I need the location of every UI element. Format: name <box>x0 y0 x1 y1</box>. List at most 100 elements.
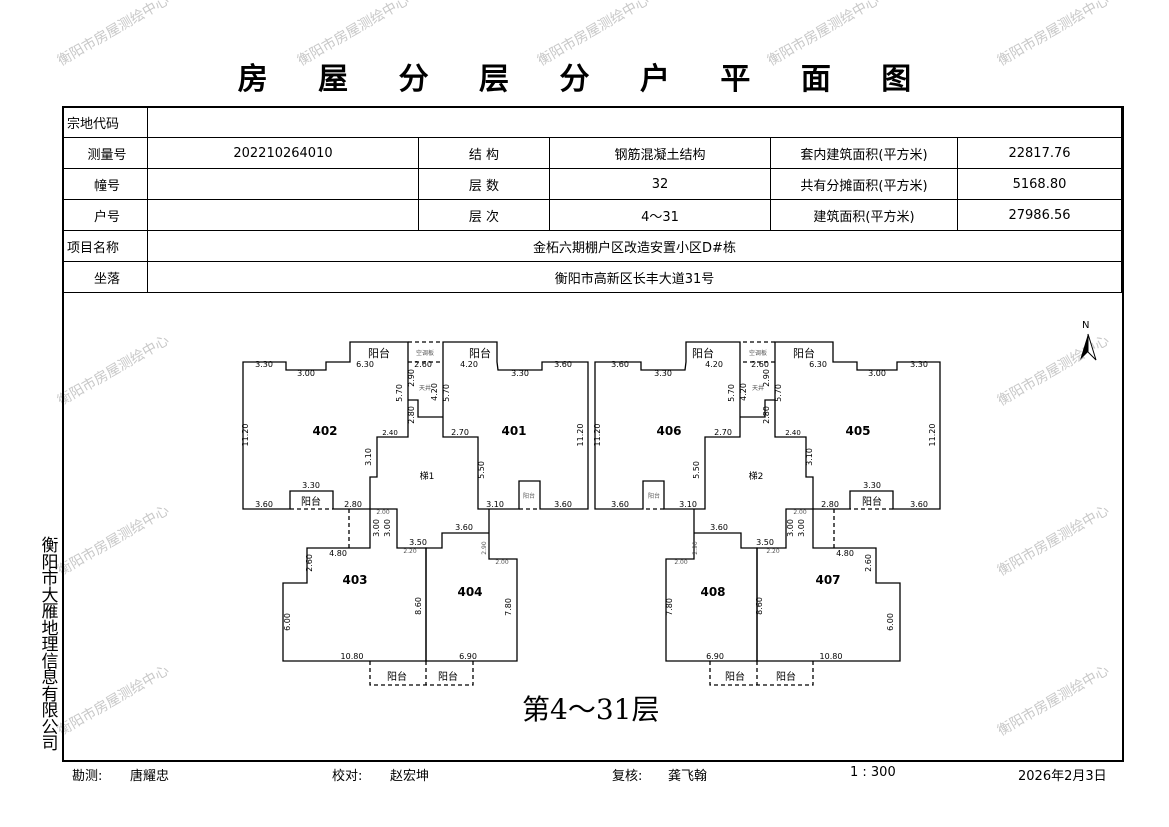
building-no <box>147 168 419 200</box>
project-label: 项目名称 <box>62 230 148 262</box>
page-title: 房 屋 分 层 分 户 平 面 图 <box>237 62 932 97</box>
surveyor: 唐耀忠 <box>130 769 170 784</box>
dimension-label: 3.60 <box>611 500 629 509</box>
unit-401-outline <box>442 341 589 510</box>
dimension-label: 3.60 <box>554 360 572 369</box>
dimension-label: 2.90 <box>762 369 771 387</box>
room-label: 天井 <box>752 384 764 392</box>
survey-no-label: 测量号 <box>62 137 148 169</box>
unit-403-outline <box>756 508 901 662</box>
dimension-label: 3.60 <box>710 523 728 532</box>
unit-number: 404 <box>457 585 482 599</box>
dimension-label: 6.30 <box>356 360 374 369</box>
date: 2026年2月3日 <box>1018 769 1107 784</box>
building-area: 27986.56 <box>957 199 1122 231</box>
dimension-label: 3.00 <box>797 519 806 537</box>
dimension-label: 5.70 <box>442 384 451 402</box>
room-label: 天井 <box>419 384 431 392</box>
company-name: 衡阳市大雁地理信息有限公司 <box>41 536 59 754</box>
north-label: N <box>1082 320 1089 331</box>
reviewer: 龚飞翰 <box>668 769 708 784</box>
unit-number: 405 <box>845 424 870 438</box>
checker: 赵宏坤 <box>390 769 430 784</box>
floor-plan-right <box>594 341 941 686</box>
dimension-label: 4.20 <box>739 383 748 401</box>
labels-right: 3.303.006.30阳台2.60阳台4.203.303.6011.2011.… <box>593 346 937 683</box>
dimension-label: 梯2 <box>749 470 764 482</box>
dimension-label: 2.80 <box>762 406 771 424</box>
room-label: 阳台 <box>469 346 491 360</box>
dimension-label: 3.30 <box>910 360 928 369</box>
dimension-label: 3.60 <box>910 500 928 509</box>
dimension-label: 3.10 <box>486 500 504 509</box>
dimension-label: 3.50 <box>409 538 427 547</box>
structure-label: 结 构 <box>418 137 550 169</box>
unit-number: 407 <box>815 573 840 587</box>
dimension-label: 11.20 <box>593 424 602 447</box>
floor-label: 第4～31层 <box>522 693 660 726</box>
dimension-label: 4.20 <box>430 383 439 401</box>
shaft-outline <box>740 399 775 418</box>
dimension-label: 5.70 <box>774 384 783 402</box>
dimension-label: 4.80 <box>329 549 347 558</box>
reviewer-label: 复核: <box>612 769 643 784</box>
room-label: 阳台 <box>862 495 882 508</box>
project-name: 金柘六期棚户区改造安置小区D#栋 <box>147 230 1122 262</box>
dimension-label: 2.20 <box>766 548 780 555</box>
dimension-label: 3.10 <box>364 448 373 466</box>
dimension-label: 4.20 <box>460 360 478 369</box>
dimension-label: 7.80 <box>504 598 513 616</box>
dimension-label: 2.40 <box>382 429 398 437</box>
floors: 32 <box>549 168 771 200</box>
room-label: 阳台 <box>776 670 796 683</box>
dimension-label: 11.20 <box>241 424 250 447</box>
unit-401-outline <box>594 341 741 510</box>
unit-no-label: 户号 <box>62 199 148 231</box>
dimension-label: 2.90 <box>481 541 488 555</box>
north-arrow-icon: N <box>1080 320 1097 361</box>
dimension-label: 4.20 <box>705 360 723 369</box>
room-label: 空调板 <box>416 349 434 357</box>
location: 衡阳市高新区长丰大道31号 <box>147 261 1122 293</box>
dimension-label: 2.00 <box>495 559 509 566</box>
dimension-label: 3.60 <box>611 360 629 369</box>
dimension-label: 2.00 <box>376 509 390 516</box>
room-label: 阳台 <box>368 346 390 360</box>
dimension-label: 3.00 <box>383 519 392 537</box>
dimension-label: 3.60 <box>455 523 473 532</box>
dimension-label: 3.30 <box>255 360 273 369</box>
dimension-label: 8.60 <box>755 597 764 615</box>
dimension-label: 2.60 <box>864 554 873 572</box>
dimension-label: 2.90 <box>692 541 699 555</box>
dimension-label: 梯1 <box>420 470 435 482</box>
building-no-label: 幢号 <box>62 168 148 200</box>
dimension-label: 4.80 <box>836 549 854 558</box>
dimension-label: 5.70 <box>395 384 404 402</box>
room-label: 阳台 <box>692 346 714 360</box>
dimension-label: 11.20 <box>576 424 585 447</box>
room-label: 阳台 <box>523 492 535 500</box>
dimension-label: 2.60 <box>305 554 314 572</box>
inner-area: 22817.76 <box>957 137 1122 169</box>
dimension-label: 3.60 <box>554 500 572 509</box>
dimension-label: 2.80 <box>344 500 362 509</box>
unit-number: 401 <box>501 424 526 438</box>
unit-404-outline <box>665 509 758 662</box>
dimension-label: 10.80 <box>820 652 843 661</box>
dimension-label: 6.90 <box>706 652 724 661</box>
dimension-label: 3.30 <box>654 369 672 378</box>
dimension-label: 2.80 <box>821 500 839 509</box>
checker-label: 校对: <box>332 769 363 784</box>
dimension-label: 5.50 <box>477 461 486 479</box>
inner-area-label: 套内建筑面积(平方米) <box>770 137 958 169</box>
shared-area: 5168.80 <box>957 168 1122 200</box>
dimension-label: 3.60 <box>255 500 273 509</box>
dimension-label: 6.30 <box>809 360 827 369</box>
room-label: 阳台 <box>725 670 745 683</box>
dimension-label: 2.40 <box>785 429 801 437</box>
dimension-label: 3.30 <box>863 481 881 490</box>
shaft-outline <box>408 399 443 418</box>
room-label: 阳台 <box>438 670 458 683</box>
